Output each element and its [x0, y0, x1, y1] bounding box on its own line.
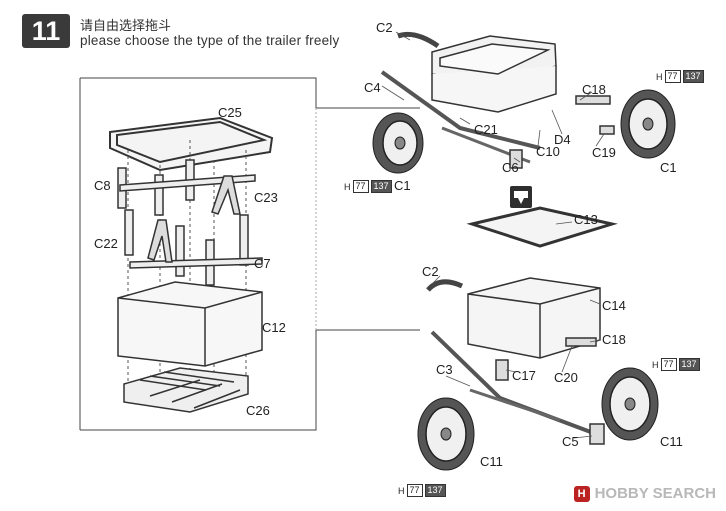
part-label: C11: [480, 454, 503, 469]
watermark: H HOBBY SEARCH: [573, 485, 716, 502]
part-label: C19: [592, 145, 616, 160]
paint-code-box: H 77 137: [652, 358, 700, 371]
part-label: C7: [254, 256, 271, 271]
part-label: C18: [582, 82, 606, 97]
part-label: C17: [512, 368, 536, 383]
part-label: C22: [94, 236, 118, 251]
paint-code-a: 77: [406, 484, 423, 497]
part-label: C21: [474, 122, 498, 137]
paint-code-b: 137: [678, 358, 700, 371]
part-label: C25: [218, 105, 242, 120]
part-label: C10: [536, 144, 560, 159]
part-label: C8: [94, 178, 111, 193]
paint-code-h: H: [652, 359, 659, 370]
part-label: C11: [660, 434, 683, 449]
part-label: C3: [436, 362, 453, 377]
leader-lines: [381, 31, 605, 439]
instruction-chinese: 请自由选择拖斗: [80, 19, 172, 34]
paint-code-h: H: [656, 71, 663, 82]
part-label: C2: [422, 264, 439, 279]
hobby-search-logo-icon: H: [573, 485, 590, 502]
paint-code-b: 137: [682, 70, 704, 83]
detail-panel: [79, 77, 420, 431]
paint-code-a: 77: [352, 180, 369, 193]
trailer-body-detail: [117, 281, 263, 367]
wheel-c11-left: [417, 397, 475, 471]
paint-code-box: H 77 137: [344, 180, 392, 193]
part-label: C5: [562, 434, 579, 449]
step-number: 11: [22, 14, 70, 48]
paint-code-box: H 77 137: [398, 484, 446, 497]
floor-grid-detail: [123, 367, 249, 413]
instruction-english: please choose the type of the trailer fr…: [80, 33, 340, 48]
paint-code-h: H: [344, 181, 351, 192]
rack-frame-detail: [109, 116, 274, 172]
part-label: C26: [246, 403, 270, 418]
paint-code-b: 137: [424, 484, 446, 497]
paint-code-a: 77: [660, 358, 677, 371]
watermark-text: HOBBY SEARCH: [594, 485, 716, 502]
paint-code-h: H: [398, 485, 405, 496]
part-label: C20: [554, 370, 578, 385]
paint-code-a: 77: [664, 70, 681, 83]
part-label: C6: [502, 160, 519, 175]
part-label: C1: [394, 178, 411, 193]
part-label: C4: [364, 80, 381, 95]
wheel-c1-right: [620, 89, 676, 159]
part-label: C23: [254, 190, 278, 205]
part-label: C18: [602, 332, 626, 347]
paint-code-box: H 77 137: [656, 70, 704, 83]
bottom-trailer-assembly: [426, 206, 618, 445]
part-label: C14: [602, 298, 626, 313]
wheel-c1-left: [372, 112, 424, 174]
paint-code-b: 137: [370, 180, 392, 193]
part-label: C2: [376, 20, 393, 35]
arrow-down-icon: [510, 186, 532, 208]
top-trailer-assembly: [380, 31, 615, 169]
part-label: D4: [554, 132, 571, 147]
part-label: C12: [262, 320, 286, 335]
part-label: C13: [574, 212, 598, 227]
supports-detail: [147, 175, 241, 263]
side-rails-detail: [117, 159, 263, 286]
part-label: C1: [660, 160, 677, 175]
wheel-c11-right: [601, 367, 659, 441]
